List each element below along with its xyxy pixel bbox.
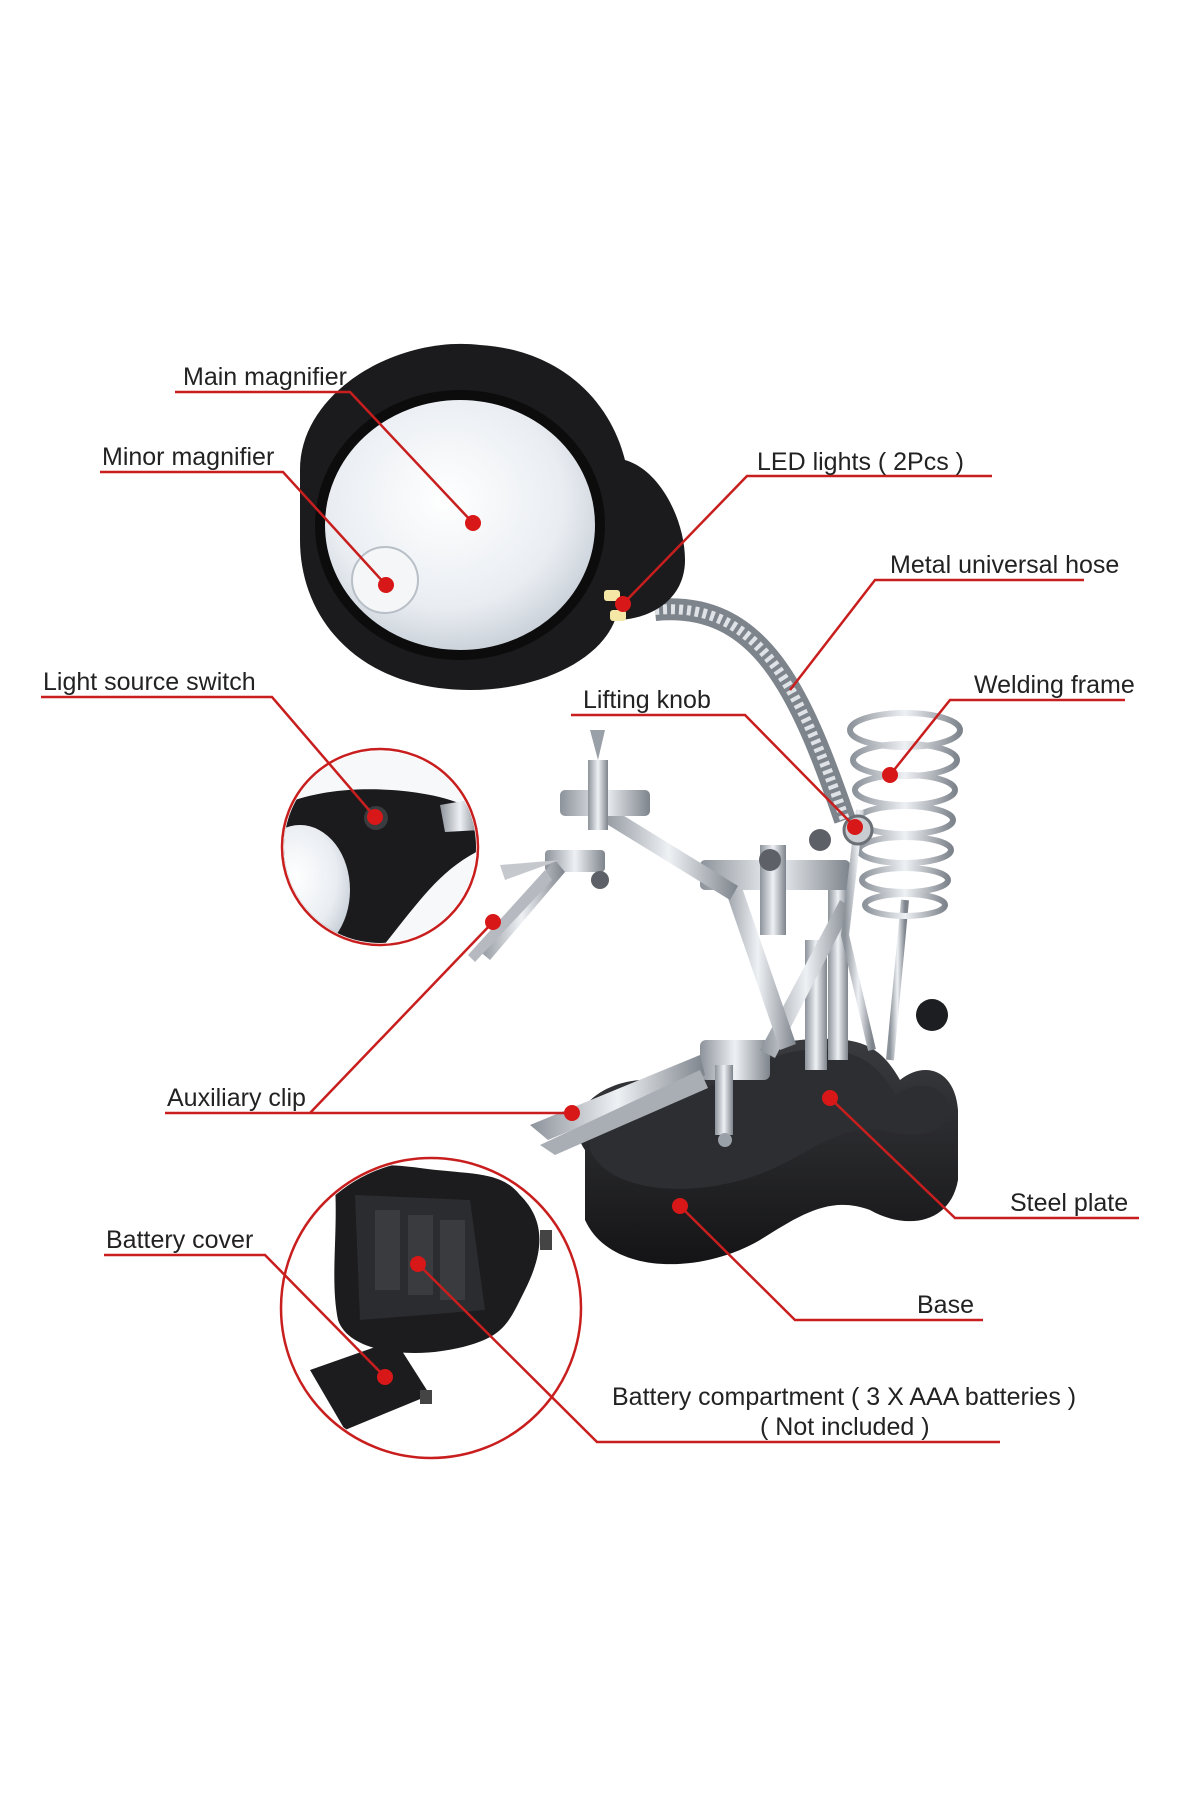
label-welding-frame: Welding frame [974,671,1135,699]
clip-arms [468,730,852,1060]
frame-knob [916,999,948,1031]
label-main-magnifier: Main magnifier [183,363,347,391]
label-light-source-switch: Light source switch [43,668,256,696]
label-steel-plate: Steel plate [1010,1189,1128,1217]
magnifier-head [300,343,685,690]
label-battery-compartment: Battery compartment ( 3 X AAA batteries … [612,1383,1076,1411]
welding-frame-spring [840,710,963,1061]
label-lifting-knob: Lifting knob [583,686,711,714]
label-minor-magnifier: Minor magnifier [102,443,274,471]
label-led-lights: LED lights ( 2Pcs ) [757,448,964,476]
label-auxiliary-clip: Auxiliary clip [167,1084,306,1112]
label-battery-not-included: ( Not included ) [760,1413,930,1441]
label-base: Base [917,1291,974,1319]
label-battery-cover: Battery cover [106,1226,253,1254]
labels: Main magnifier Minor magnifier LED light… [43,363,1135,1441]
leader-lines [41,390,1139,1444]
battery-compartment-icon [279,1156,583,1460]
switch-detail-icon [280,747,480,947]
pointer-dots [367,515,898,1385]
label-metal-universal-hose: Metal universal hose [890,551,1119,579]
